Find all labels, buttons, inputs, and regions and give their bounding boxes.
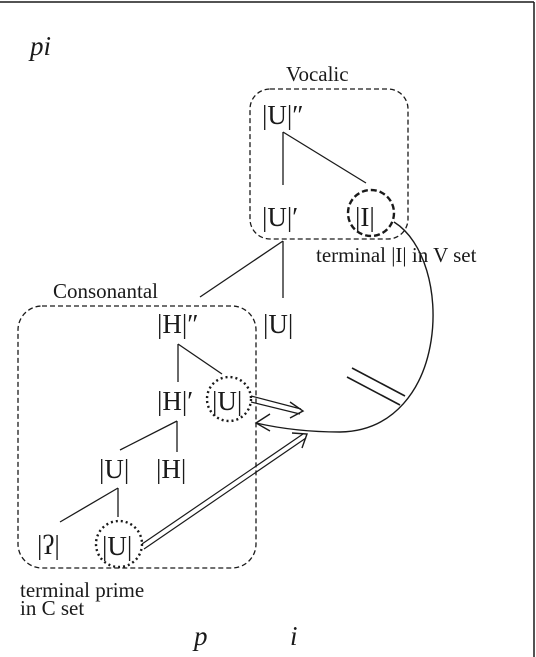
consonantal-leaf-left-node: |ʔ|: [37, 530, 60, 560]
caption-c-line2: in C set: [20, 596, 84, 620]
block-mark-line-b: [346, 376, 401, 406]
vocalic-top-node: |U|″: [262, 100, 304, 130]
title-pi: pi: [28, 31, 51, 61]
consonantal-low-right-node: |H|: [156, 454, 186, 484]
consonantal-low-left-node: |U|: [99, 454, 129, 484]
vocalic-branch-right: [282, 131, 367, 184]
vocalic-mid-node: |U|′: [262, 202, 298, 232]
bottom-segment-p: p: [192, 621, 208, 651]
consonantal-mid-terminal-node: |U|: [212, 386, 242, 416]
arrow-mid-line-a: [250, 395, 302, 410]
arrow-mid-head: [289, 401, 305, 419]
blocked-curve-arrow: [255, 221, 434, 433]
arrow-leaf-line-a: [141, 433, 304, 545]
branch-to-leaf-left: [59, 487, 119, 523]
branch-to-consonantal: [199, 240, 284, 298]
blocked-curve-head: [254, 413, 271, 432]
vocalic-label: Vocalic: [286, 62, 349, 86]
bottom-segment-i: i: [290, 621, 298, 651]
block-mark-line-a: [351, 367, 406, 397]
consonantal-leaf-terminal-node: |U|: [102, 531, 132, 561]
arrow-mid-line-b: [250, 401, 301, 415]
vocalic-terminal-node: |I|: [355, 202, 375, 232]
arrow-leaf-line-b: [143, 437, 307, 550]
consonantal-label: Consonantal: [53, 279, 158, 303]
caption-c-line1: terminal prime: [20, 578, 144, 602]
consonantal-top-node: |H|″: [157, 309, 199, 339]
vocalic-terminal-circle: [346, 188, 396, 238]
consonantal-set-box: [17, 305, 257, 569]
vocalic-terminal-caption: terminal |I| in V set: [316, 243, 477, 267]
consonantal-branch-right: [177, 343, 223, 375]
consonantal-mid-node: |H|′: [157, 386, 193, 416]
branch-to-low-left: [119, 420, 178, 451]
vocalic-set-box: [249, 88, 409, 240]
consonantal-mid-terminal-circle: [205, 375, 253, 423]
arrow-leaf-head: [291, 432, 308, 449]
bridge-u-node: |U|: [263, 309, 293, 339]
